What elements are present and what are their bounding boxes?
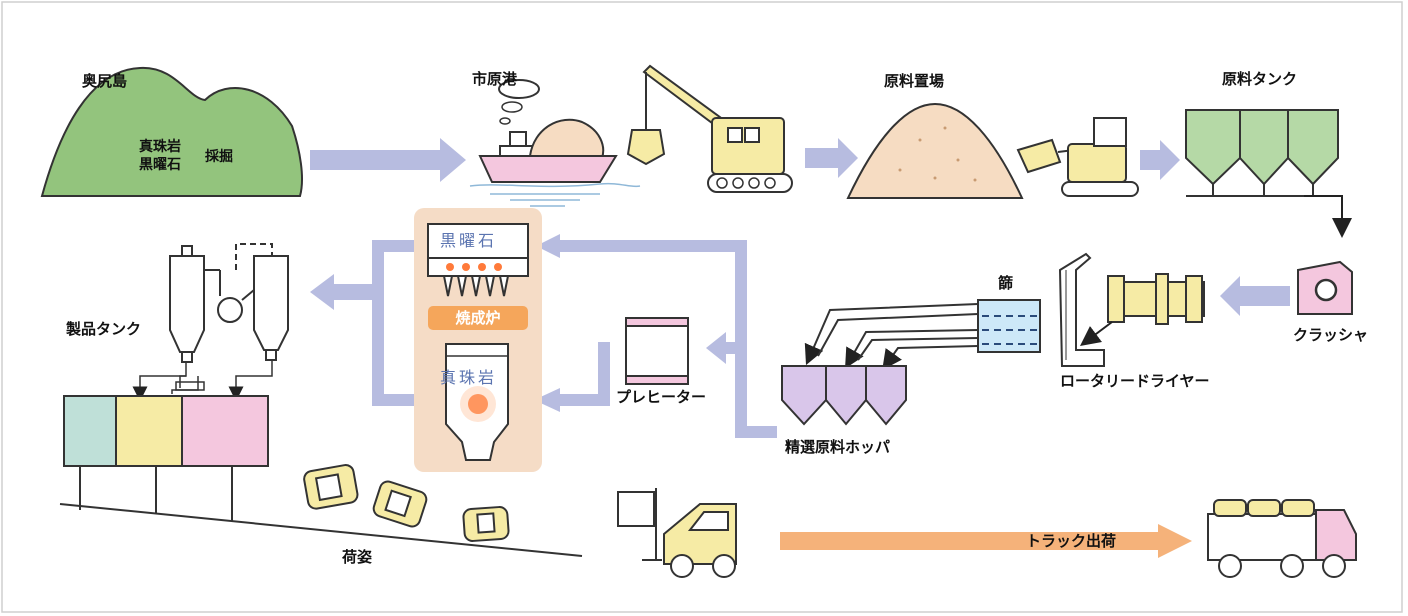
storage-bins bbox=[59, 395, 583, 557]
label-truck-shipping: トラック出荷 bbox=[1026, 532, 1117, 550]
label-selected-hopper: 精選原料ホッパ bbox=[785, 438, 891, 456]
label-island: 奥尻島 bbox=[82, 72, 128, 90]
label-sieve: 篩 bbox=[998, 274, 1014, 292]
island-mountain bbox=[40, 66, 303, 197]
ship-icon bbox=[469, 79, 641, 207]
preheater-icon bbox=[625, 317, 689, 385]
flow-arrow-crane-to-stockyard bbox=[805, 138, 858, 178]
flow-arrow-hopper-to-preheater bbox=[706, 332, 747, 364]
selected-hopper-icon bbox=[781, 365, 907, 426]
flow-line-hopper-up bbox=[735, 240, 747, 438]
forklift-icon bbox=[617, 488, 737, 578]
kiln-panel bbox=[414, 208, 542, 472]
truck-icon bbox=[1207, 499, 1357, 578]
label-preheater: プレヒーター bbox=[616, 388, 707, 406]
product-tank-outlets bbox=[132, 360, 273, 402]
raw-tank-icon bbox=[1185, 109, 1340, 197]
label-mining: 採掘 bbox=[205, 149, 233, 165]
flow-arrow-island-to-port bbox=[310, 138, 466, 182]
sieve-icon bbox=[977, 299, 1041, 353]
flow-arrow-stockyard-to-tank bbox=[1140, 140, 1180, 180]
flow-arrow-crusher-to-dryer bbox=[1220, 276, 1290, 316]
bin-yellow bbox=[115, 395, 183, 467]
flow-line-preheater-down bbox=[598, 342, 610, 406]
flow-arrows bbox=[310, 138, 1290, 438]
crusher-icon bbox=[1297, 260, 1353, 315]
flow-line-top bbox=[560, 240, 747, 252]
label-kiln: 焼成炉 bbox=[428, 306, 528, 330]
sand-pile-icon bbox=[846, 102, 1024, 199]
label-crusher: クラッシャ bbox=[1293, 326, 1369, 344]
bin-pink bbox=[181, 395, 269, 467]
label-perlite: 真珠岩 bbox=[440, 368, 498, 387]
flow-arrow-to-product-tank bbox=[310, 274, 372, 310]
dryer-feed-arrow bbox=[1080, 321, 1113, 346]
product-tank-icon bbox=[169, 243, 289, 363]
rotary-drum-icon bbox=[1107, 273, 1205, 325]
sieve-to-hopper-chutes bbox=[804, 303, 979, 371]
flow-line-furnace-vertical bbox=[372, 240, 384, 406]
rotary-dryer-icon bbox=[1058, 252, 1105, 367]
bin-teal bbox=[63, 395, 117, 467]
shipping-arrow bbox=[780, 524, 1192, 558]
bag-icons bbox=[303, 464, 510, 542]
label-raw-tank: 原料タンク bbox=[1222, 70, 1298, 88]
tank-to-crusher-connector bbox=[1304, 195, 1352, 238]
label-rotary-dryer: ロータリードライヤー bbox=[1060, 372, 1210, 390]
label-product-tank: 製品タンク bbox=[66, 320, 142, 338]
smoke-puff bbox=[498, 79, 540, 99]
flow-arrow-to-obsidian bbox=[536, 234, 560, 258]
label-packaging: 荷姿 bbox=[342, 548, 373, 566]
flow-line-hopper-bottom bbox=[735, 426, 777, 438]
flow-line-preheater-left bbox=[555, 394, 610, 406]
label-port: 市原港 bbox=[472, 70, 518, 88]
label-stockyard: 原料置場 bbox=[884, 72, 945, 90]
label-obsidian: 黒曜石 bbox=[440, 231, 498, 250]
label-ores: 真珠岩 黒曜石 bbox=[139, 139, 181, 173]
crane-icon bbox=[626, 64, 793, 193]
flow-arrow-to-perlite bbox=[534, 388, 560, 412]
loader-icon bbox=[1016, 117, 1139, 197]
